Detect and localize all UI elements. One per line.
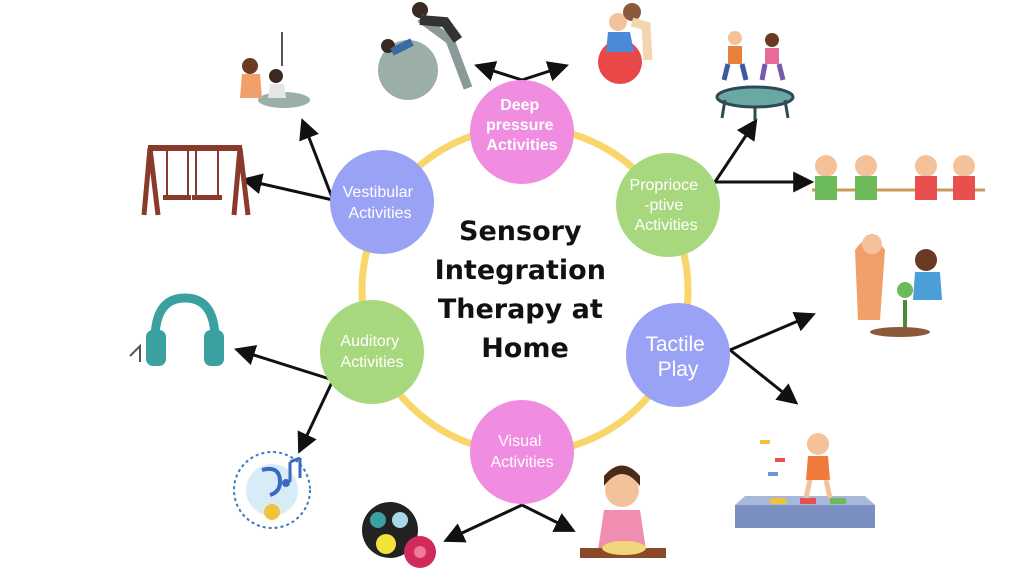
hanging-swing-icon <box>240 32 310 108</box>
title-line: Therapy at <box>438 294 603 325</box>
title-line: Integration <box>435 255 606 286</box>
node-label-line: Activities <box>340 354 403 371</box>
node-label-line: Activities <box>490 454 553 471</box>
child-bouncing-ball-icon <box>598 3 653 84</box>
svg-text:Auditory Activities: Auditory Activities <box>340 333 403 371</box>
svg-text:Deep pressure: Deep pressure Activities <box>486 97 558 154</box>
gardening-together-icon <box>850 230 950 337</box>
node-tactile[interactable]: Tactile Play <box>626 303 730 407</box>
svg-text:Proprioce -ptive: Proprioce -ptive Activities <box>630 177 703 234</box>
svg-text:Visual Activities: Visual Activities <box>490 433 553 471</box>
node-visual[interactable]: Visual Activities <box>470 400 574 504</box>
ear-music-target-icon <box>233 451 311 529</box>
node-label-line: Activities <box>634 217 697 234</box>
node-deep-pressure[interactable]: Deep pressure Activities <box>470 80 574 184</box>
node-proprioceptive[interactable]: Proprioce -ptive Activities <box>616 153 720 257</box>
arrows <box>233 61 816 543</box>
title-line: Home <box>481 333 569 364</box>
node-label-line: Vestibular <box>343 184 414 201</box>
node-auditory[interactable]: Auditory Activities <box>320 300 424 404</box>
node-label-line: pressure <box>486 117 554 134</box>
tug-of-war-icon <box>812 155 985 200</box>
node-label-line: Tactile <box>645 333 705 356</box>
swing-set-icon <box>141 145 251 216</box>
sensory-stepping-stones-icon <box>735 433 875 528</box>
svg-text:Vestibular Activities: Vestibular Activities <box>343 184 418 222</box>
diagram-title: Sensory Integration Therapy at Home <box>435 216 616 364</box>
node-label-line: Visual <box>498 433 541 450</box>
node-label-line: Auditory <box>340 333 399 350</box>
node-label-line: -ptive <box>644 197 683 214</box>
title-line: Sensory <box>459 216 582 247</box>
svg-text:Tactile Play: Tactile Play <box>645 333 710 381</box>
activity-nodes: Deep pressure Activities Proprioce -ptiv… <box>320 80 730 504</box>
kids-on-trampoline-icon <box>715 31 795 120</box>
node-label-line: Play <box>658 358 699 381</box>
color-dots-icon <box>362 502 436 568</box>
node-label-line: Activities <box>348 205 411 222</box>
node-label-line: Deep <box>500 97 539 114</box>
headphones-icon <box>129 293 224 366</box>
therapy-ball-exercise-icon <box>378 2 473 100</box>
node-label-line: Proprioce <box>630 177 699 194</box>
node-vestibular[interactable]: Vestibular Activities <box>330 150 434 254</box>
node-label-line: Activities <box>486 137 557 154</box>
girl-with-bowl-icon <box>580 465 666 558</box>
